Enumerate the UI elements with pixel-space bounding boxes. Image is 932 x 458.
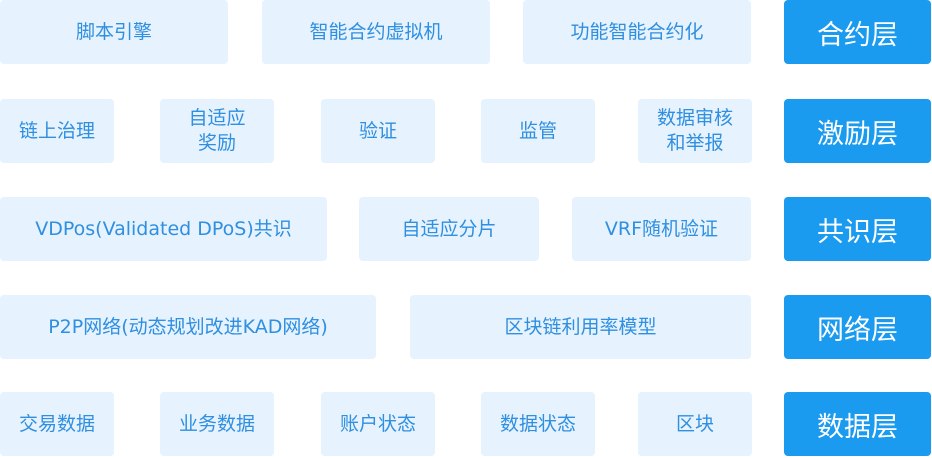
- item-supervision: 监管: [481, 99, 595, 163]
- item-chain-utilization-model: 区块链利用率模型: [410, 295, 751, 359]
- item-business-data: 业务数据: [160, 392, 274, 456]
- layer-label-network: 网络层: [784, 295, 931, 359]
- item-functional-contracts: 功能智能合约化: [523, 0, 751, 64]
- item-vrf-verification: VRF随机验证: [572, 197, 751, 261]
- item-data-audit-report: 数据审核 和举报: [638, 99, 752, 163]
- item-p2p-network: P2P网络(动态规划改进KAD网络): [0, 295, 376, 359]
- item-onchain-governance: 链上治理: [0, 99, 114, 163]
- item-verification: 验证: [321, 99, 435, 163]
- item-adaptive-sharding: 自适应分片: [359, 197, 539, 261]
- item-script-engine: 脚本引擎: [0, 0, 228, 64]
- item-account-state: 账户状态: [321, 392, 435, 456]
- layer-label-data: 数据层: [784, 392, 931, 456]
- item-adaptive-reward: 自适应 奖励: [160, 99, 274, 163]
- layer-label-contract: 合约层: [784, 0, 931, 64]
- item-data-state: 数据状态: [481, 392, 595, 456]
- layer-label-consensus: 共识层: [784, 197, 931, 261]
- item-smart-contract-vm: 智能合约虚拟机: [262, 0, 490, 64]
- item-transaction-data: 交易数据: [0, 392, 114, 456]
- item-block: 区块: [638, 392, 752, 456]
- item-vdpos-consensus: VDPos(Validated DPoS)共识: [0, 197, 327, 261]
- layer-label-incentive: 激励层: [784, 99, 931, 163]
